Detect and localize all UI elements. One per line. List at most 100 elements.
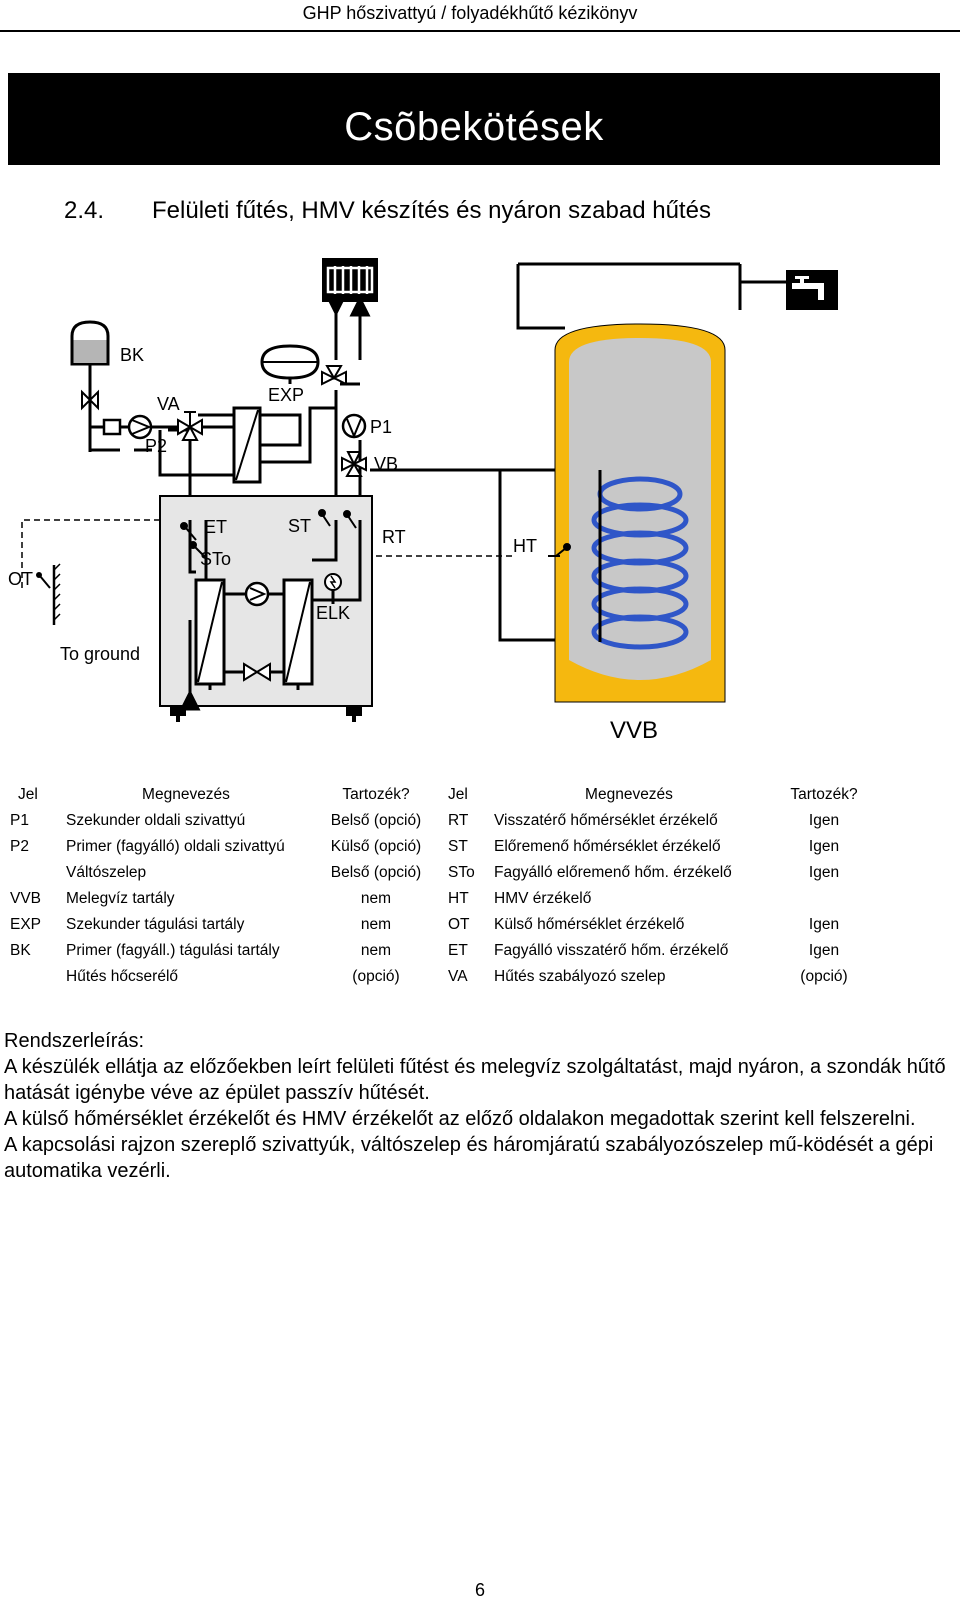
legend-code: ST — [448, 838, 468, 855]
running-header: GHP hőszivattyú / folyadékhűtő kézikönyv — [302, 3, 638, 23]
label-vb: VB — [374, 454, 398, 474]
legend-accessory: (opció) — [352, 968, 400, 985]
section-number: 2.4. — [64, 197, 105, 224]
legend-code: VVB — [10, 890, 42, 907]
legend-row: P1 Szekunder oldali szivattyú Belső (opc… — [0, 811, 960, 837]
legend-header-name-right: Megnevezés — [585, 786, 673, 803]
hot-water-tap-icon — [786, 270, 838, 310]
section-heading: 2.4. Felületi fűtés, HMV készítés és nyár… — [64, 196, 711, 226]
sensor-ot-icon — [36, 563, 61, 625]
legend-accessory: Belső (opció) — [330, 812, 422, 829]
legend-name: Fagyálló visszatérő hőm. érzékelő — [494, 942, 729, 959]
legend-code: VA — [448, 968, 468, 985]
label-vvb: VVB — [610, 717, 658, 744]
legend-code: BK — [10, 942, 31, 959]
legend-code: OT — [448, 916, 470, 933]
legend-name: Szekunder tágulási tartály — [66, 916, 245, 933]
system-description: Rendszerleírás: A készülék ellátja az el… — [4, 1028, 954, 1184]
cooling-heat-exchanger — [232, 406, 262, 484]
legend-header-accessory: Tartozék? — [342, 786, 410, 803]
legend-accessory: nem — [360, 916, 392, 933]
section-title: Felületi fűtés, HMV készítés és nyáron s… — [152, 197, 711, 224]
legend-row: Hűtés hőcserélő (opció) VA Hűtés szabály… — [0, 967, 960, 993]
mixing-valve-icon — [321, 365, 347, 386]
vvb-hot-water-tank — [516, 262, 786, 703]
strainer-icon — [102, 418, 122, 436]
description-paragraph: A készülék ellátja az előzőekben leírt f… — [4, 1056, 946, 1104]
legend-name: Hűtés hőcserélő — [66, 968, 179, 985]
legend-accessory: (opció) — [800, 968, 848, 985]
legend-accessory: Igen — [808, 838, 840, 855]
legend-code: HT — [448, 890, 469, 907]
tank-heating-coil — [591, 476, 689, 650]
legend-code: STo — [448, 864, 475, 881]
legend-accessory: Igen — [808, 916, 840, 933]
radiator-icon — [322, 258, 378, 302]
legend-name: Visszatérő hőmérséklet érzékelő — [494, 812, 718, 829]
label-ht: HT — [513, 536, 537, 556]
legend-header-code-right: Jel — [448, 786, 468, 803]
legend-accessory: Igen — [808, 864, 840, 881]
legend-name: Hűtés szabályozó szelep — [494, 968, 666, 985]
sensor-st-icon — [318, 509, 331, 527]
hydraulic-diagram: BK P2 VA EXP P1 — [8, 258, 838, 744]
legend-name: Külső hőmérséklet érzékelő — [494, 916, 685, 933]
legend-code: P2 — [10, 838, 29, 855]
legend-accessory: Külső (opció) — [330, 838, 422, 855]
legend-accessory: Igen — [808, 812, 840, 829]
legend-accessory: nem — [360, 942, 392, 959]
legend-row: Váltószelep Belső (opció) STo Fagyálló e… — [0, 863, 960, 889]
legend-name: Primer (fagyálló) oldali szivattyú — [66, 838, 285, 855]
label-ot: OT — [8, 569, 33, 589]
legend-name: Előremenő hőmérséklet érzékelő — [494, 838, 721, 855]
vb-changeover-valve-icon — [341, 451, 367, 477]
label-bk: BK — [120, 345, 144, 365]
header-rule — [0, 30, 960, 32]
legend-code: RT — [448, 812, 469, 829]
banner-title: Csõbekötések — [344, 105, 604, 149]
p2-pump-icon — [127, 414, 153, 440]
label-p2: P2 — [145, 436, 167, 456]
label-elk: ELK — [316, 603, 350, 623]
exp-expansion-tank — [260, 344, 320, 384]
legend-name: HMV érzékelő — [494, 890, 592, 907]
label-sto: STo — [200, 549, 231, 569]
legend-name: Primer (fagyáll.) tágulási tartály — [66, 942, 280, 959]
description-paragraph: A külső hőmérséklet érzékelőt és HMV érz… — [4, 1108, 916, 1130]
legend-row: EXP Szekunder tágulási tartály nem OT Kü… — [0, 915, 960, 941]
legend-code: P1 — [10, 812, 29, 829]
p1-pump-icon — [341, 413, 367, 439]
legend-name: Fagyálló előremenő hőm. érzékelő — [494, 864, 732, 881]
sensor-rt-icon — [343, 510, 357, 529]
legend-row: BK Primer (fagyáll.) tágulási tartály ne… — [0, 941, 960, 967]
label-exp: EXP — [268, 385, 304, 405]
description-heading: Rendszerleírás: — [4, 1030, 145, 1052]
legend-code: EXP — [10, 916, 42, 933]
legend-row: P2 Primer (fagyálló) oldali szivattyú Kü… — [0, 837, 960, 863]
legend-accessory: Belső (opció) — [330, 864, 422, 881]
legend-name: Váltószelep — [66, 864, 147, 881]
sensor-et-icon — [180, 522, 197, 541]
legend-header-accessory-right: Tartozék? — [790, 786, 858, 803]
legend-name: Szekunder oldali szivattyú — [66, 812, 246, 829]
sensor-ht-icon — [548, 543, 571, 557]
legend-row: VVB Melegvíz tartály nem HT HMV érzékelő — [0, 889, 960, 915]
legend-code: ET — [448, 942, 468, 959]
title-banner: Csõbekötések — [8, 73, 940, 165]
label-st: ST — [288, 516, 311, 536]
label-to-ground: To ground — [60, 644, 140, 664]
legend-header-name: Megnevezés — [142, 786, 230, 803]
label-p1: P1 — [370, 417, 392, 437]
sensor-sto-icon — [189, 541, 207, 559]
page-number: 6 — [474, 1580, 485, 1600]
legend-accessory: Igen — [808, 942, 840, 959]
legend-header-code: Jel — [18, 786, 38, 803]
label-rt: RT — [382, 527, 406, 547]
bk-expansion-tank — [70, 320, 110, 452]
label-et: ET — [204, 517, 227, 537]
legend-accessory: nem — [360, 890, 392, 907]
legend-name: Melegvíz tartály — [66, 890, 175, 907]
description-paragraph: A kapcsolási rajzon szereplő szivattyúk,… — [4, 1134, 934, 1182]
legend-header-row: Jel Megnevezés Tartozék? Jel Megnevezés … — [0, 785, 960, 811]
label-va: VA — [157, 394, 180, 414]
